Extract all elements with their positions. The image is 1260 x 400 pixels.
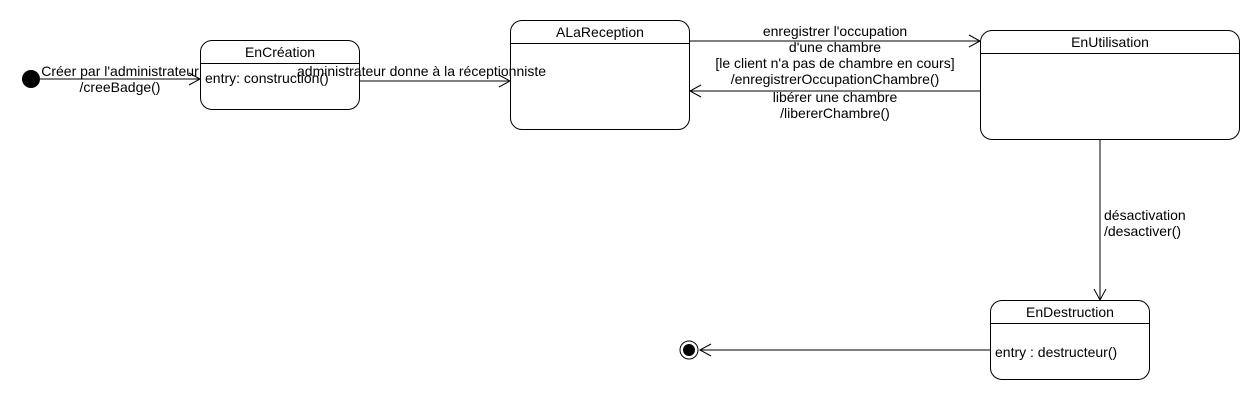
transition-label-creation-to-reception: administrateur donne à la réceptionniste — [297, 63, 546, 79]
action-label: /libererChambre() — [780, 105, 890, 121]
initial-state-node — [22, 70, 40, 88]
state-name: EnCréation — [201, 41, 359, 64]
entry-action: entry : destructeur() — [995, 344, 1118, 360]
action-label: /desactiver() — [1104, 223, 1182, 239]
state-en-creation: EnCréation entry: construction() — [200, 40, 360, 110]
state-name: EnUtilisation — [981, 31, 1239, 54]
transition-label-initial-to-creation: Créer par l'administrateur /creeBadge() — [30, 63, 210, 95]
state-a-la-reception: ALaReception — [510, 20, 690, 130]
action-label: /enregistrerOccupationChambre() — [730, 71, 940, 87]
event-label-continued: d'une chambre — [788, 39, 882, 55]
event-label: administrateur donne à la réceptionniste — [297, 63, 547, 79]
transition-label-reception-to-utilisation: enregistrer l'occupation d'une chambre [… — [695, 23, 975, 87]
transition-utilisation-to-reception-arrowhead — [688, 84, 702, 98]
event-label: Créer par l'administrateur — [41, 63, 199, 79]
state-name: EnDestruction — [991, 301, 1149, 324]
state-en-destruction: EnDestruction entry : destructeur() — [990, 300, 1150, 380]
guard-label: [le client n'a pas de chambre en cours] — [715, 55, 955, 71]
state-en-utilisation: EnUtilisation — [980, 30, 1240, 140]
transition-destruction-to-final-arrowhead — [698, 343, 712, 357]
event-label: enregistrer l'occupation — [762, 23, 908, 39]
action-label: /creeBadge() — [79, 79, 161, 95]
event-label: désactivation — [1104, 207, 1186, 223]
transition-label-utilisation-to-destruction: désactivation /desactiver() — [1104, 207, 1186, 239]
transition-label-utilisation-to-reception: libérer une chambre /libererChambre() — [740, 89, 930, 121]
entry-action: entry: construction() — [205, 70, 329, 86]
final-state-inner-dot — [683, 344, 695, 356]
event-label: libérer une chambre — [772, 89, 898, 105]
state-name: ALaReception — [511, 21, 689, 44]
